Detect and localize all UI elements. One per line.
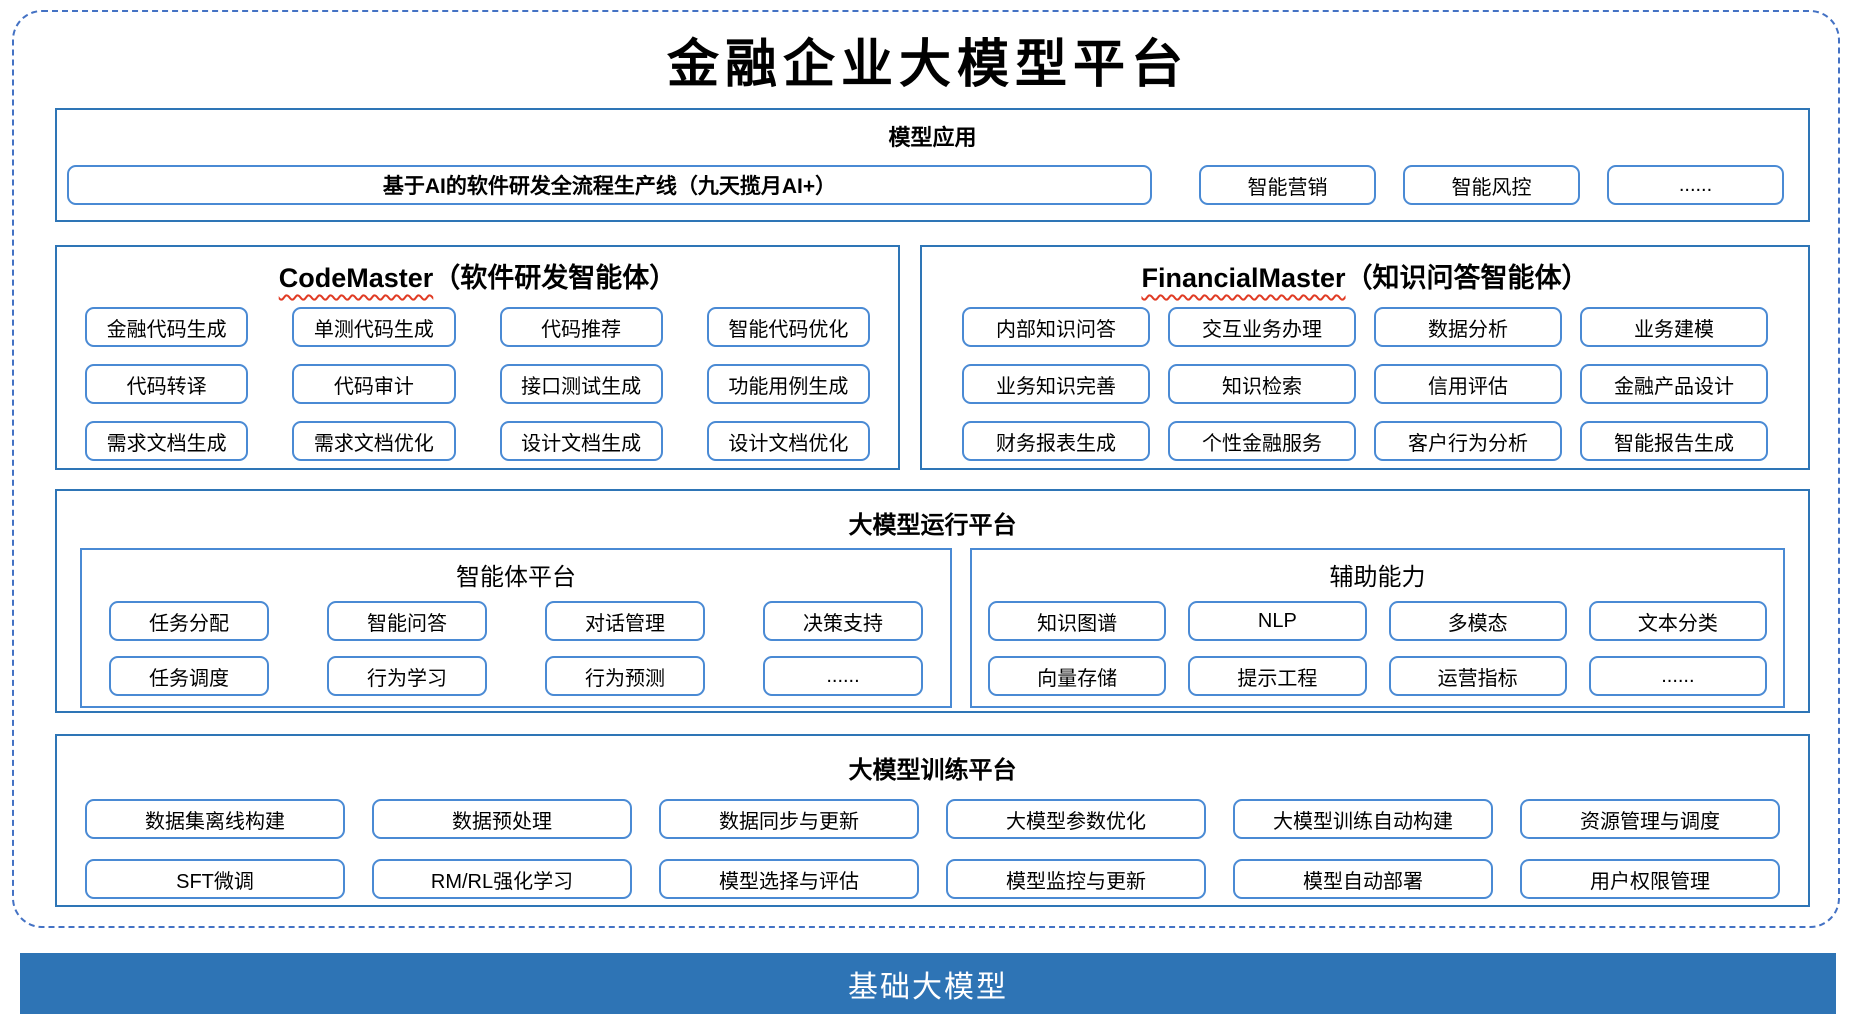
capability-box: 代码审计 — [292, 364, 456, 404]
capability-box: 业务知识完善 — [962, 364, 1150, 404]
training-grid: 数据集离线构建 数据预处理 数据同步与更新 大模型参数优化 大模型训练自动构建 … — [85, 799, 1780, 899]
financialmaster-title: FinancialMaster（知识问答智能体） — [922, 256, 1808, 295]
capability-box: 数据同步与更新 — [659, 799, 919, 839]
capability-box: 知识检索 — [1168, 364, 1356, 404]
model-applications-row: 基于AI的软件研发全流程生产线（九天揽月AI+） 智能营销 智能风控 .....… — [67, 165, 1798, 205]
capability-box: 数据集离线构建 — [85, 799, 345, 839]
app-box-risk-control: 智能风控 — [1403, 165, 1580, 205]
capability-box: 交互业务办理 — [1168, 307, 1356, 347]
capability-box: 向量存储 — [988, 656, 1167, 696]
capability-box: 内部知识问答 — [962, 307, 1150, 347]
capability-box: 数据分析 — [1374, 307, 1562, 347]
capability-box: 数据预处理 — [372, 799, 632, 839]
capability-box: 决策支持 — [763, 601, 923, 641]
capability-box: RM/RL强化学习 — [372, 859, 632, 899]
capability-box: 大模型参数优化 — [946, 799, 1206, 839]
agent-platform-title: 智能体平台 — [456, 564, 576, 591]
page-title: 金融企业大模型平台 — [666, 34, 1189, 95]
runtime-row: 智能体平台 任务分配 智能问答 对话管理 决策支持 任务调度 行为学习 行为预测… — [80, 548, 1785, 708]
capability-box: 设计文档生成 — [499, 421, 663, 461]
capability-box: 对话管理 — [545, 601, 705, 641]
capability-box: 提示工程 — [1188, 656, 1367, 696]
capability-box: 资源管理与调度 — [1520, 799, 1780, 839]
capability-box: 设计文档优化 — [706, 421, 870, 461]
agent-platform-box: 智能体平台 任务分配 智能问答 对话管理 决策支持 任务调度 行为学习 行为预测… — [80, 548, 952, 708]
capability-box: 模型自动部署 — [1233, 859, 1493, 899]
capability-box: 需求文档生成 — [85, 421, 249, 461]
financialmaster-box: FinancialMaster（知识问答智能体） 内部知识问答 交互业务办理 数… — [920, 245, 1810, 470]
codemaster-grid: 金融代码生成 单测代码生成 代码推荐 智能代码优化 代码转译 代码审计 接口测试… — [85, 307, 870, 461]
capability-box: 个性金融服务 — [1168, 421, 1356, 461]
financialmaster-title-en: FinancialMaster — [1141, 263, 1346, 293]
codemaster-title: CodeMaster（软件研发智能体） — [57, 256, 898, 295]
capability-box: 行为学习 — [327, 656, 487, 696]
capability-box: 代码转译 — [85, 364, 249, 404]
capability-box: ...... — [763, 656, 923, 696]
section-model-applications: 模型应用 基于AI的软件研发全流程生产线（九天揽月AI+） 智能营销 智能风控 … — [55, 108, 1810, 222]
capability-box: 行为预测 — [545, 656, 705, 696]
section-training-platform: 大模型训练平台 数据集离线构建 数据预处理 数据同步与更新 大模型参数优化 大模… — [55, 734, 1810, 907]
section-runtime-platform: 大模型运行平台 智能体平台 任务分配 智能问答 对话管理 决策支持 任务调度 行… — [55, 489, 1810, 713]
capability-box: 功能用例生成 — [706, 364, 870, 404]
capability-box: 客户行为分析 — [1374, 421, 1562, 461]
capability-box: NLP — [1188, 601, 1367, 641]
codemaster-title-en: CodeMaster — [278, 263, 434, 293]
capability-box: 智能报告生成 — [1580, 421, 1768, 461]
training-platform-heading: 大模型训练平台 — [848, 757, 1017, 784]
capability-box: 任务分配 — [109, 601, 269, 641]
financialmaster-grid: 内部知识问答 交互业务办理 数据分析 业务建模 业务知识完善 知识检索 信用评估… — [962, 307, 1768, 461]
capability-box: 运营指标 — [1388, 656, 1567, 696]
capability-box: 用户权限管理 — [1520, 859, 1780, 899]
model-applications-heading: 模型应用 — [888, 125, 977, 150]
codemaster-box: CodeMaster（软件研发智能体） 金融代码生成 单测代码生成 代码推荐 智… — [55, 245, 900, 470]
capability-box: 任务调度 — [109, 656, 269, 696]
capability-box: 业务建模 — [1580, 307, 1768, 347]
capability-box: 智能问答 — [327, 601, 487, 641]
codemaster-title-zh: （软件研发智能体） — [433, 263, 677, 293]
capability-box: 文本分类 — [1588, 601, 1767, 641]
agent-platform-grid: 任务分配 智能问答 对话管理 决策支持 任务调度 行为学习 行为预测 .....… — [109, 601, 923, 696]
app-box-more: ...... — [1607, 165, 1784, 205]
capability-box: ...... — [1588, 656, 1767, 696]
aux-capability-title: 辅助能力 — [1329, 564, 1426, 591]
foundation-model-bar: 基础大模型 — [20, 953, 1836, 1014]
capability-box: 大模型训练自动构建 — [1233, 799, 1493, 839]
capability-box: 模型监控与更新 — [946, 859, 1206, 899]
capability-box: 金融产品设计 — [1580, 364, 1768, 404]
aux-capability-grid: 知识图谱 NLP 多模态 文本分类 向量存储 提示工程 运营指标 ...... — [988, 601, 1767, 696]
capability-box: 模型选择与评估 — [659, 859, 919, 899]
capability-box: 接口测试生成 — [499, 364, 663, 404]
capability-box: 代码推荐 — [499, 307, 663, 347]
capability-box: 金融代码生成 — [85, 307, 249, 347]
capability-box: SFT微调 — [85, 859, 345, 899]
capability-box: 智能代码优化 — [706, 307, 870, 347]
capability-box: 单测代码生成 — [292, 307, 456, 347]
capability-box: 信用评估 — [1374, 364, 1562, 404]
capability-box: 需求文档优化 — [292, 421, 456, 461]
capability-box: 多模态 — [1388, 601, 1567, 641]
capability-box: 知识图谱 — [988, 601, 1167, 641]
aux-capability-box: 辅助能力 知识图谱 NLP 多模态 文本分类 向量存储 提示工程 运营指标 ..… — [970, 548, 1785, 708]
capability-box: 财务报表生成 — [962, 421, 1150, 461]
runtime-platform-heading: 大模型运行平台 — [848, 512, 1017, 539]
financialmaster-title-zh: （知识问答智能体） — [1345, 263, 1589, 293]
app-box-ai-pipeline: 基于AI的软件研发全流程生产线（九天揽月AI+） — [67, 165, 1152, 205]
platform-outer-frame — [12, 10, 1840, 928]
app-box-marketing: 智能营销 — [1199, 165, 1376, 205]
section-agents: CodeMaster（软件研发智能体） 金融代码生成 单测代码生成 代码推荐 智… — [55, 245, 1810, 470]
